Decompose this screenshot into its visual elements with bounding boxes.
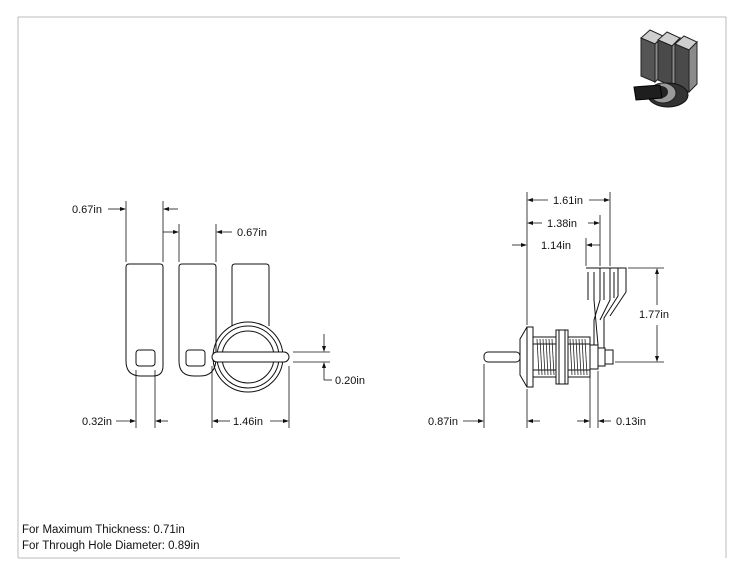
dim-label-front-right-small: 0.20in: [335, 375, 365, 387]
dim-label-front-top-left: 0.67in: [72, 204, 102, 216]
dim-label-front-bottom-left: 0.32in: [82, 416, 112, 428]
sheet-frame: [17, 16, 727, 559]
front-view-arrowheads: [120, 207, 326, 423]
side-view-arrowheads: [478, 198, 659, 423]
front-view: [125, 263, 290, 393]
dim-label-side-mid: 1.38in: [547, 218, 577, 230]
dim-label-front-bottom-mid: 1.46in: [233, 416, 263, 428]
front-view-dimension-lines: [108, 201, 332, 428]
lock-3d-render-icon: [633, 29, 698, 108]
dim-label-side-bottom-left: 0.87in: [428, 416, 458, 428]
side-view: [483, 267, 627, 388]
side-view-thread-lines: [536, 338, 588, 376]
side-view-dimension-lines: [463, 192, 664, 428]
dim-label-side-bottom-right: 0.13in: [616, 416, 646, 428]
dim-label-front-top-right: 0.67in: [237, 227, 267, 239]
note-through-hole: For Through Hole Diameter: 0.89in: [22, 540, 200, 552]
note-max-thickness: For Maximum Thickness: 0.71in: [22, 524, 185, 536]
dim-label-side-height: 1.77in: [639, 309, 669, 321]
dim-label-side-overall: 1.61in: [553, 195, 583, 207]
dim-label-side-inner: 1.14in: [541, 240, 571, 252]
